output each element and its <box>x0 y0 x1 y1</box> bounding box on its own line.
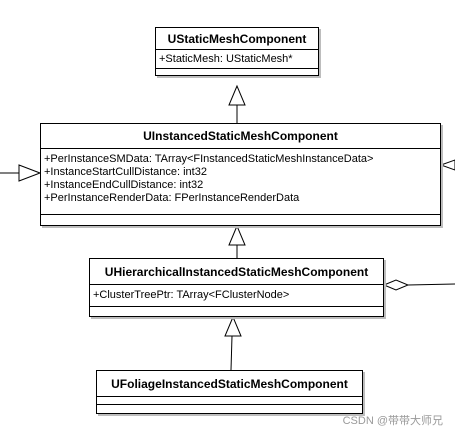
attribute: +PerInstanceSMData: TArray<FInstancedSta… <box>44 153 374 165</box>
attribute-list: +PerInstanceSMData: TArray<FInstancedSta… <box>41 149 440 215</box>
attribute-list: +StaticMesh: UStaticMesh* <box>156 50 318 69</box>
attribute: +PerInstanceRenderData: FPerInstanceRend… <box>44 192 300 204</box>
attribute: +StaticMesh: UStaticMesh* <box>159 53 293 65</box>
inheritance-line-foliage-to-hierarchical <box>230 335 233 371</box>
watermark-text: CSDN @带带大师兄 <box>342 415 443 427</box>
method-list <box>90 307 383 316</box>
class-ufoliageinstancedstaticmeshcomponent[interactable]: UFoliageInstancedStaticMeshComponent <box>96 370 363 414</box>
inheritance-arrow-hierarchical <box>224 315 242 337</box>
class-name: UInstancedStaticMeshComponent <box>41 124 440 149</box>
aggregation-line-hierarchical <box>407 283 455 286</box>
method-list <box>41 215 440 225</box>
class-name: UStaticMeshComponent <box>156 28 318 50</box>
attribute: +InstanceStartCullDistance: int32 <box>44 166 207 178</box>
class-uhierarchicalinstancedstaticmeshcomponent[interactable]: UHierarchicalInstancedStaticMeshComponen… <box>89 258 384 317</box>
inheritance-arrow-instanced <box>228 224 246 246</box>
class-name: UFoliageInstancedStaticMeshComponent <box>97 371 362 397</box>
aggregation-diamond-instanced <box>439 159 455 171</box>
inheritance-arrow-staticmesh <box>228 84 246 106</box>
class-ustaticmeshcomponent[interactable]: UStaticMeshComponent +StaticMesh: UStati… <box>155 27 319 76</box>
attribute-list <box>97 397 362 405</box>
method-list <box>156 69 318 75</box>
attribute: +InstanceEndCullDistance: int32 <box>44 179 204 191</box>
aggregation-diamond-hierarchical <box>382 279 410 291</box>
attribute: +ClusterTreePtr: TArray<FClusterNode> <box>93 289 290 301</box>
attribute-list: +ClusterTreePtr: TArray<FClusterNode> <box>90 285 383 307</box>
class-name: UHierarchicalInstancedStaticMeshComponen… <box>90 259 383 285</box>
method-list <box>97 405 362 413</box>
inheritance-arrow-left <box>18 164 42 182</box>
class-uinstancedstaticmeshcomponent[interactable]: UInstancedStaticMeshComponent +PerInstan… <box>40 123 441 226</box>
